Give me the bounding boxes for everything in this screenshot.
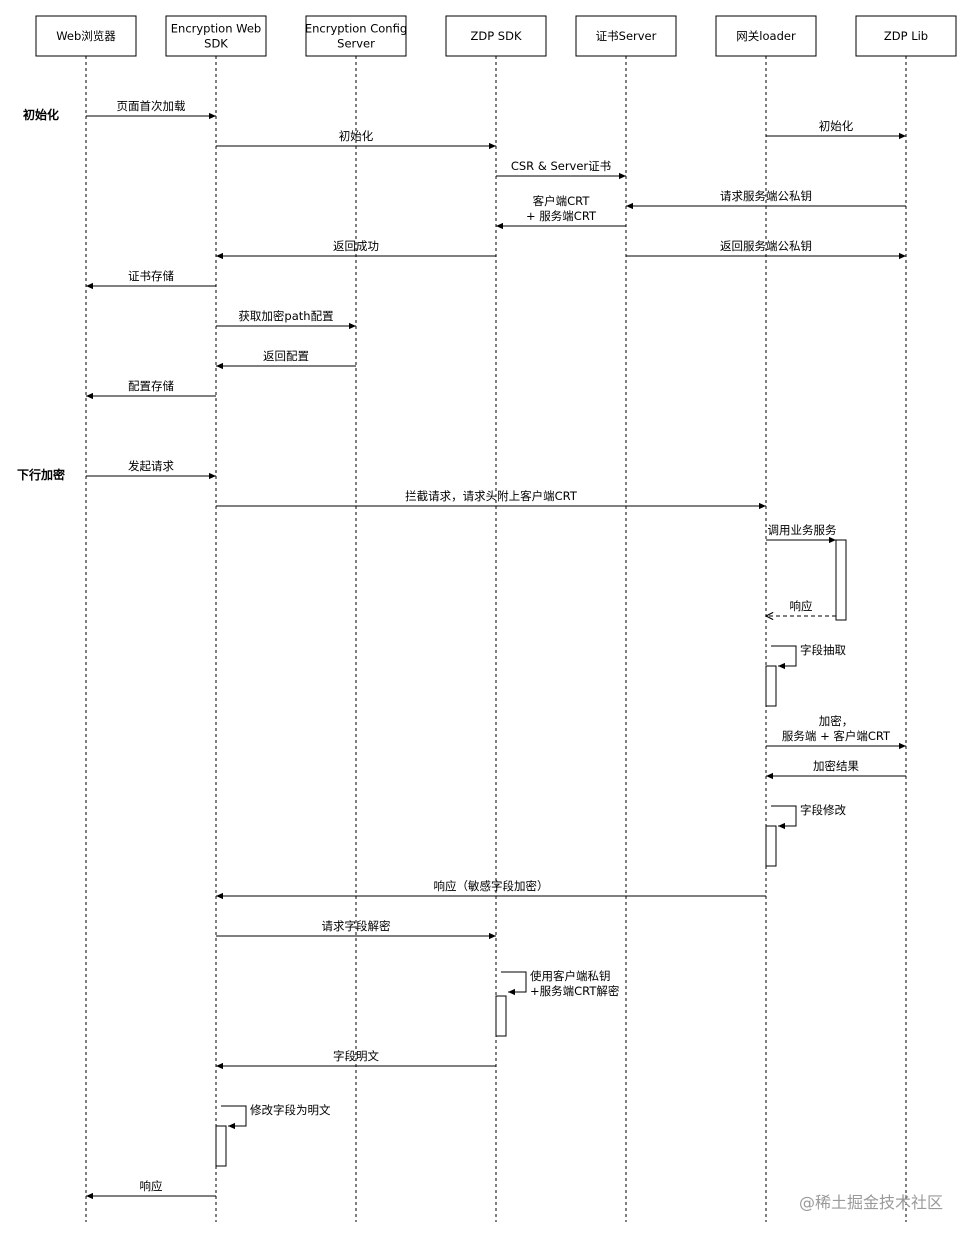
message-label: 字段抽取: [800, 643, 846, 657]
phase-label: 初始化: [23, 107, 59, 122]
message-label: 客户端CRT+ 服务端CRT: [526, 194, 597, 223]
message: 拦截请求，请求头附上客户端CRT: [216, 489, 766, 510]
message: 字段修改: [771, 803, 846, 830]
message-label: 返回配置: [263, 349, 309, 363]
participant-lib: ZDP Lib: [855, 15, 957, 57]
message-label: 返回成功: [333, 239, 379, 253]
message: 响应: [766, 599, 836, 616]
participant-browser: Web浏览器: [35, 15, 137, 57]
message: 获取加密path配置: [216, 309, 356, 330]
message: 初始化: [216, 129, 496, 150]
message: 修改字段为明文: [221, 1103, 331, 1130]
message-label: 修改字段为明文: [250, 1103, 331, 1117]
participant-label: ZDP SDK: [470, 29, 521, 43]
participant-label: 网关loader: [736, 29, 796, 43]
message: 请求服务端公私钥: [626, 189, 906, 210]
message: 响应: [86, 1179, 216, 1200]
message: 字段明文: [216, 1049, 496, 1070]
participant-label: 证书Server: [596, 29, 657, 43]
message-label: 拦截请求，请求头附上客户端CRT: [405, 489, 578, 503]
message: 客户端CRT+ 服务端CRT: [496, 194, 626, 230]
activation-bar: [215, 1125, 227, 1167]
message-label: 返回服务端公私钥: [720, 239, 812, 253]
participant-gw: 网关loader: [715, 15, 817, 57]
message: 初始化: [766, 119, 906, 140]
message: 返回服务端公私钥: [626, 239, 906, 260]
message-label: 配置存储: [128, 379, 174, 393]
message-label: 加密结果: [813, 759, 859, 773]
watermark: @稀土掘金技术社区: [799, 1193, 943, 1212]
message-label: 证书存储: [128, 269, 174, 283]
message-label: 响应: [140, 1179, 163, 1193]
message: 响应（敏感字段加密）: [216, 879, 766, 900]
message-label: 请求服务端公私钥: [720, 189, 812, 203]
participant-cert: 证书Server: [575, 15, 677, 57]
message: 调用业务服务: [766, 523, 837, 544]
message: 加密结果: [766, 759, 906, 780]
message-label: 字段修改: [800, 803, 846, 817]
message: 证书存储: [86, 269, 216, 290]
participant-label: ZDP Lib: [884, 29, 928, 43]
activation-bar: [835, 539, 847, 621]
message: 请求字段解密: [216, 919, 496, 940]
message-label: 调用业务服务: [768, 523, 837, 537]
message-label: 字段明文: [333, 1049, 379, 1063]
message: CSR & Server证书: [496, 159, 626, 180]
phase-label: 下行加密: [17, 467, 65, 482]
message-label: 响应（敏感字段加密）: [434, 879, 549, 893]
message: 配置存储: [86, 379, 216, 400]
message-label: 请求字段解密: [322, 919, 391, 933]
message: 使用客户端私钥+服务端CRT解密: [501, 969, 619, 998]
participant-label: Web浏览器: [56, 29, 116, 43]
message: 返回成功: [216, 239, 496, 260]
message: 发起请求: [86, 459, 216, 480]
message-label: 页面首次加载: [117, 99, 186, 113]
message-label: 初始化: [819, 119, 854, 133]
activation-bars: [215, 539, 847, 1167]
message-label: 获取加密path配置: [238, 309, 333, 323]
message: 返回配置: [216, 349, 356, 370]
message-label: 加密，服务端 + 客户端CRT: [782, 714, 891, 743]
message: 页面首次加载: [86, 99, 216, 120]
activation-bar: [495, 995, 507, 1037]
message-label: 发起请求: [128, 459, 174, 473]
message-label: 初始化: [339, 129, 374, 143]
activation-bar: [765, 825, 777, 867]
message-label: 响应: [790, 599, 813, 613]
lifelines: [85, 56, 907, 1222]
message: 加密，服务端 + 客户端CRT: [766, 714, 906, 750]
activation-bar: [765, 665, 777, 707]
message-label: 使用客户端私钥+服务端CRT解密: [530, 969, 619, 998]
message-label: CSR & Server证书: [511, 159, 611, 173]
message: 字段抽取: [771, 643, 846, 670]
participant-zdp: ZDP SDK: [445, 15, 547, 57]
